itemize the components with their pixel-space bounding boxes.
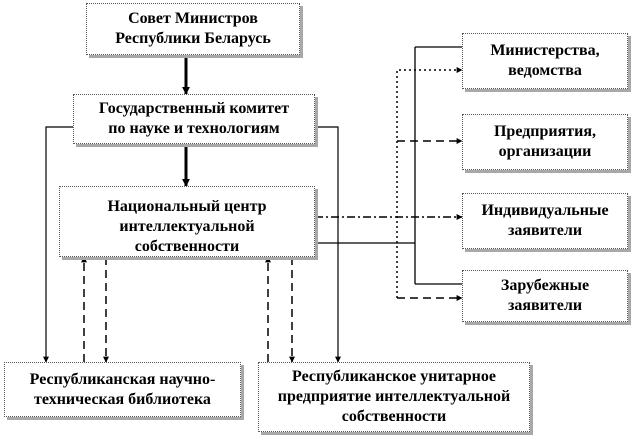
- national-center-box: Национальный центр интеллектуальной собс…: [59, 186, 315, 257]
- library-line2: техническая библиотека: [34, 390, 211, 408]
- council-line2: Республики Беларусь: [115, 30, 271, 47]
- national-center-line3: собственности: [134, 238, 240, 255]
- committee-line2: по науке и технологиям: [108, 120, 280, 137]
- ministries-line1: Министерства,: [490, 42, 600, 59]
- unitary-enterprise-box: Республиканское унитарное предприятие ин…: [258, 362, 530, 432]
- line-committee-library: [43, 126, 73, 363]
- ministries-line2: ведомства: [508, 62, 582, 79]
- foreign-applicants-box: Зарубежные заявители: [462, 270, 628, 322]
- individual-line1: Индивидуальные: [481, 202, 609, 219]
- enterprises-line1: Предприятия,: [493, 123, 597, 140]
- ministries-box: Министерства, ведомства: [462, 33, 628, 89]
- council-line1: Совет Министров: [128, 10, 258, 27]
- individual-line2: заявители: [507, 222, 583, 239]
- unitary-line3: собственности: [341, 408, 447, 425]
- committee-box: Государственный комитет по науке и техно…: [73, 94, 315, 144]
- national-center-line2: интеллектуальной: [119, 218, 255, 235]
- unitary-line2: предприятие интеллектуальной: [277, 388, 511, 405]
- unitary-line1: Республиканское унитарное: [292, 368, 496, 385]
- council-box: Совет Министров Республики Беларусь: [86, 3, 300, 55]
- foreign-line1: Зарубежные: [500, 277, 590, 294]
- national-center-line1: Национальный центр: [107, 198, 267, 215]
- library-box: Республиканская научно- техническая библ…: [4, 362, 241, 417]
- foreign-line2: заявители: [507, 297, 583, 314]
- individual-applicants-box: Индивидуальные заявители: [462, 193, 628, 249]
- library-line1: Республиканская научно-: [29, 370, 216, 388]
- dotted-to-ministries: [396, 67, 463, 298]
- line-committee-unitary: [315, 126, 341, 363]
- enterprises-line2: организации: [498, 143, 592, 160]
- committee-line1: Государственный комитет: [98, 100, 290, 117]
- enterprises-box: Предприятия, организации: [462, 114, 628, 170]
